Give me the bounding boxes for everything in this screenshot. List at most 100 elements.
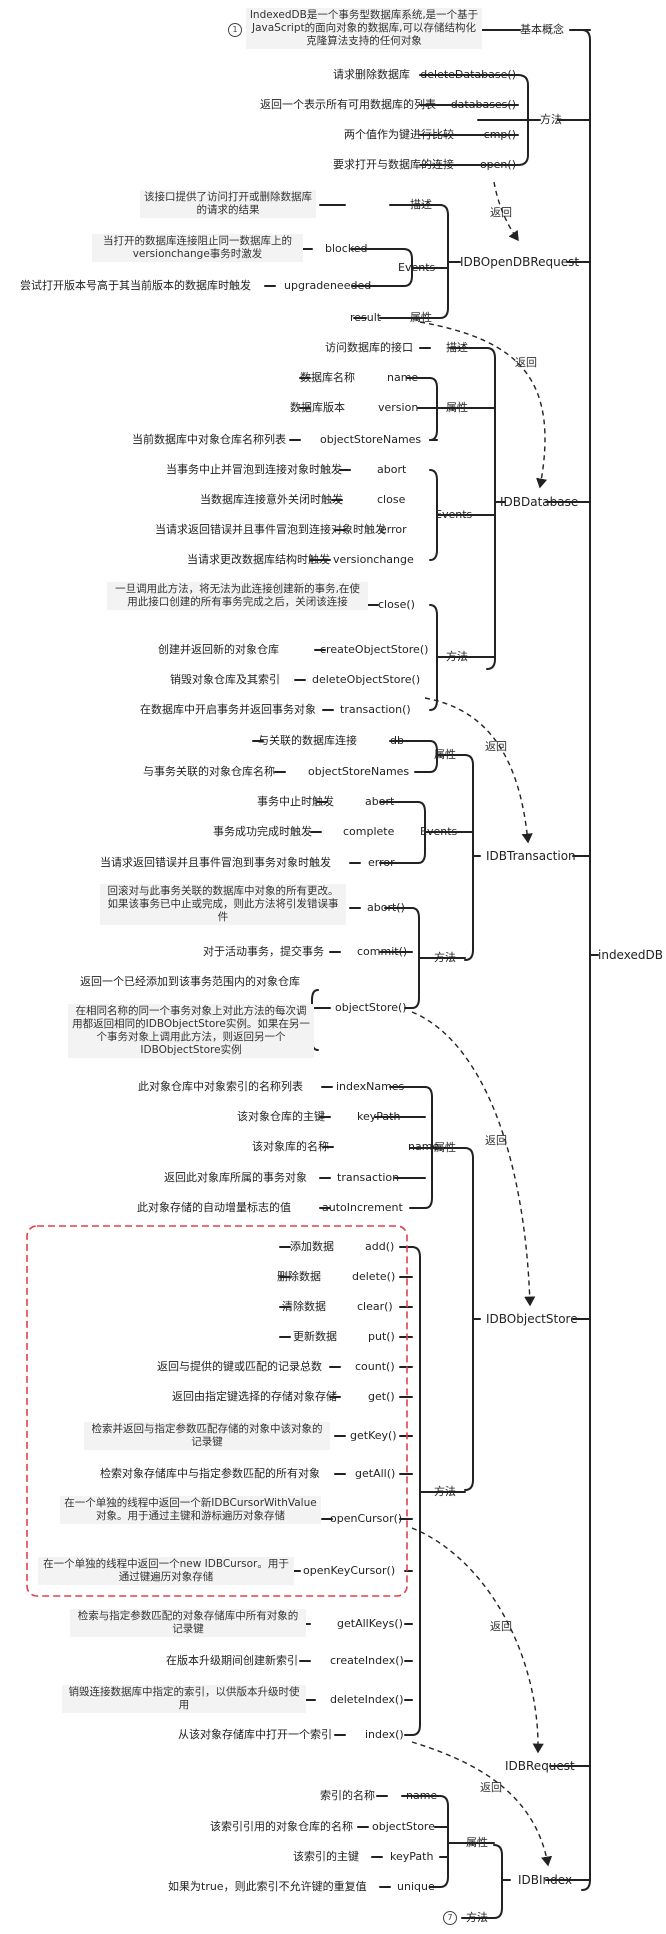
store-method-clear-desc: 清除数据 [282,1300,326,1313]
store-method-createindex-desc: 在版本升级期间创建新索引 [166,1654,298,1667]
collapsed-count-badge-icon[interactable]: 7 [443,1911,457,1925]
tx-event-error-desc: 当请求返回错误并且事件冒泡到事务对象时触发 [100,856,331,869]
open-request-prop-label[interactable]: 属性 [410,311,432,324]
transaction-methods-label[interactable]: 方法 [434,951,456,964]
idbtransaction-node[interactable]: IDBTransaction [486,849,576,863]
store-method-delete[interactable]: delete() [352,1270,396,1283]
store-prop-transaction-desc: 返回此对象库所属的事务对象 [164,1171,307,1184]
event-versionchange[interactable]: versionchange [333,553,414,566]
method-cmp[interactable]: cmp() [483,128,516,141]
event-abort[interactable]: abort [377,463,407,476]
prop-result[interactable]: result [350,311,382,324]
event-error[interactable]: error [380,523,407,536]
index-prop-keypath[interactable]: keyPath [390,1850,434,1863]
event-abort-desc: 当事务中止并冒泡到连接对象时触发 [166,463,342,476]
tx-method-commit-desc: 对于活动事务，提交事务 [203,945,324,958]
method-close-desc: 一旦调用此方法，将无法为此连接创建新的事务,在使用此接口创建的所有事务完成之后，… [107,582,368,610]
store-prop-indexnames[interactable]: indexNames [336,1080,405,1093]
store-method-getkey[interactable]: getKey() [350,1429,397,1442]
tx-method-objectstore[interactable]: objectStore() [335,1001,407,1014]
tx-event-abort[interactable]: abort [365,795,395,808]
store-method-opencursor-desc: 在一个单独的线程中返回一个新IDBCursorWithValue对象。用于通过主… [60,1496,321,1524]
method-open-desc: 要求打开与数据库的连接 [333,158,454,171]
basic-concept-label[interactable]: 基本概念 [520,23,564,36]
store-props-label[interactable]: 属性 [434,1141,456,1154]
transaction-props-label[interactable]: 属性 [434,748,456,761]
tx-event-error[interactable]: error [368,856,395,869]
store-method-index-desc: 从该对象存储库中打开一个索引 [178,1728,332,1741]
prop-objectstorenames[interactable]: objectStoreNames [320,433,422,446]
store-method-get[interactable]: get() [368,1390,395,1403]
method-cmp-desc: 两个值作为键进行比较 [344,128,454,141]
methods-label[interactable]: 方法 [540,113,562,126]
method-open[interactable]: open() [479,158,516,171]
store-methods-label[interactable]: 方法 [434,1485,456,1498]
database-methods-label[interactable]: 方法 [446,650,468,663]
tx-prop-db[interactable]: db [390,734,404,747]
method-createobjectstore[interactable]: createObjectStore() [320,643,429,656]
event-upgradeneeded[interactable]: upgradeneeded [284,279,372,292]
root-node[interactable]: indexedDB [598,948,663,962]
tx-prop-db-desc: 与关联的数据库连接 [258,734,357,747]
tx-prop-objectstorenames[interactable]: objectStoreNames [308,765,410,778]
info-badge-icon[interactable]: 1 [228,23,242,37]
store-prop-keypath[interactable]: keyPath [357,1110,401,1123]
store-method-clear[interactable]: clear() [357,1300,393,1313]
store-method-index[interactable]: index() [365,1728,404,1741]
open-request-desc-label[interactable]: 描述 [410,198,432,211]
idbdatabase-node[interactable]: IDBDatabase [500,495,579,509]
prop-version-desc: 数据库版本 [290,401,345,414]
event-blocked[interactable]: blocked [325,242,368,255]
prop-version[interactable]: version [378,401,419,414]
idbopendbrequest-node[interactable]: IDBOpenDBRequest [460,255,580,269]
index-prop-name[interactable]: name [406,1789,438,1802]
database-desc-label[interactable]: 描述 [446,341,468,354]
method-close[interactable]: close() [378,598,415,611]
idbobjectstore-node[interactable]: IDBObjectStore [486,1312,578,1326]
index-prop-objectstore[interactable]: objectStore [372,1820,435,1833]
store-method-getkey-desc: 检索并返回与指定参数匹配存储的对象中该对象的记录键 [84,1422,330,1450]
idbrequest-node[interactable]: IDBRequest [505,1759,575,1773]
store-method-openkeycursor[interactable]: openKeyCursor() [303,1564,396,1577]
event-upgradeneeded-desc: 尝试打开版本号高于其当前版本的数据库时触发 [20,279,251,292]
event-close[interactable]: close [377,493,406,506]
method-deletedatabase[interactable]: deleteDatabase() [420,68,516,81]
store-method-count[interactable]: count() [355,1360,395,1373]
tx-prop-objectstorenames-desc: 与事务关联的对象仓库名称 [143,765,275,778]
tx-method-abort[interactable]: abort() [367,901,405,914]
tx-event-complete[interactable]: complete [343,825,395,838]
index-prop-keypath-desc: 该索引的主键 [293,1850,359,1863]
tx-method-commit[interactable]: commit() [357,945,408,958]
store-prop-transaction[interactable]: transaction [337,1171,400,1184]
event-blocked-desc: 当打开的数据库连接阻止同一数据库上的versionchange事务时激发 [92,234,303,262]
database-events-label[interactable]: Events [435,508,473,521]
store-method-opencursor[interactable]: openCursor() [330,1512,403,1525]
index-methods-label[interactable]: 方法 [466,1911,488,1924]
store-method-put[interactable]: put() [368,1330,395,1343]
method-deleteobjectstore[interactable]: deleteObjectStore() [312,673,421,686]
database-props-label[interactable]: 属性 [446,401,468,414]
event-close-desc: 当数据库连接意外关闭时触发 [200,493,343,506]
prop-name-desc: 数据库名称 [300,371,355,384]
store-method-createindex[interactable]: createIndex() [330,1654,404,1667]
idbindex-node[interactable]: IDBIndex [518,1873,573,1887]
open-request-events-label[interactable]: Events [398,261,436,274]
store-method-getall[interactable]: getAll() [355,1467,396,1480]
selection-box [26,1225,408,1597]
prop-name[interactable]: name [387,371,419,384]
store-prop-autoincrement-desc: 此对象存储的自动增量标志的值 [137,1201,291,1214]
index-props-label[interactable]: 属性 [466,1836,488,1849]
method-transaction[interactable]: transaction() [340,703,411,716]
store-method-add[interactable]: add() [365,1240,395,1253]
transaction-events-label[interactable]: Events [420,825,458,838]
store-method-getallkeys[interactable]: getAllKeys() [337,1617,403,1630]
store-prop-name[interactable]: name [408,1140,440,1153]
index-prop-objectstore-desc: 该索引引用的对象仓库的名称 [210,1820,353,1833]
method-databases[interactable]: databases() [450,98,516,111]
store-method-deleteindex[interactable]: deleteIndex() [330,1693,404,1706]
store-method-getallkeys-desc: 检索与指定参数匹配的对象存储库中所有对象的记录键 [70,1609,306,1637]
index-prop-unique[interactable]: unique [397,1880,435,1893]
store-prop-autoincrement[interactable]: autoIncrement [322,1201,403,1214]
tx-event-abort-desc: 事务中止时触发 [257,795,334,808]
